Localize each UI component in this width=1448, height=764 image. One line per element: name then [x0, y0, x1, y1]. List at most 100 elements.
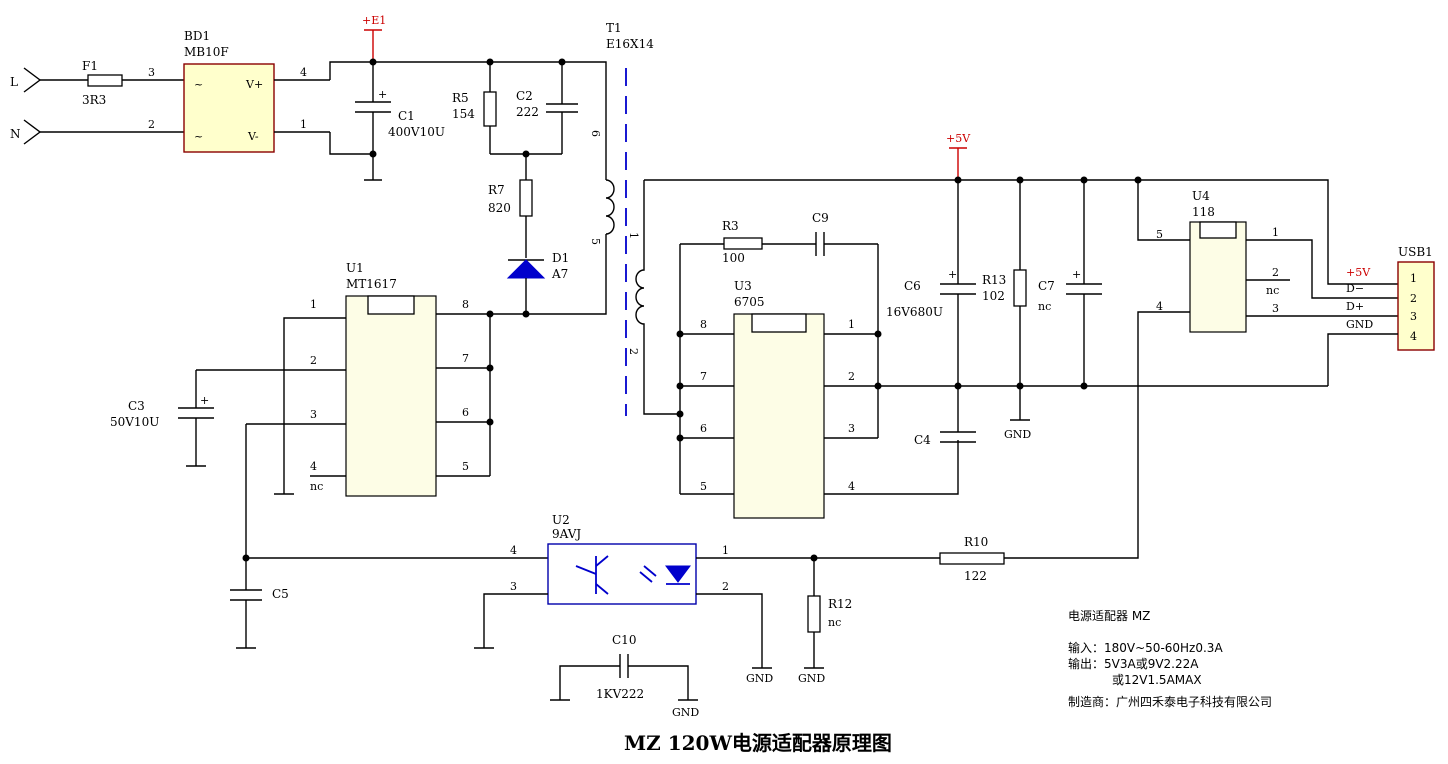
svg-text:+: + — [1072, 268, 1081, 281]
svg-text:V+: V+ — [245, 78, 263, 91]
svg-text:U4: U4 — [1192, 189, 1210, 203]
optocoupler-U2: U2 9AVJ 4 3 1 2 — [474, 513, 940, 668]
svg-text:222: 222 — [516, 105, 539, 119]
svg-text:+: + — [378, 88, 387, 101]
svg-text:3: 3 — [848, 422, 855, 435]
svg-text:3: 3 — [1272, 302, 1279, 315]
svg-text:输出：5V3A或9V2.22A: 输出：5V3A或9V2.22A — [1068, 656, 1199, 671]
svg-text:C2: C2 — [516, 89, 533, 103]
svg-text:1: 1 — [722, 544, 729, 557]
svg-text:+: + — [200, 394, 209, 407]
svg-text:3R3: 3R3 — [82, 93, 106, 107]
svg-text:1: 1 — [1272, 226, 1279, 239]
svg-text:4: 4 — [1156, 300, 1163, 313]
fuse-F1: F1 3R3 3 2 — [82, 59, 184, 131]
svg-text:输入：180V~50-60Hz0.3A: 输入：180V~50-60Hz0.3A — [1068, 640, 1223, 655]
svg-text:6: 6 — [589, 130, 602, 137]
svg-text:5: 5 — [589, 238, 602, 245]
svg-text:5: 5 — [462, 460, 469, 473]
svg-text:C3: C3 — [128, 399, 145, 413]
svg-text:MB10F: MB10F — [184, 45, 229, 59]
svg-text:USB1: USB1 — [1398, 245, 1433, 259]
svg-text:GND: GND — [672, 706, 699, 719]
svg-text:7: 7 — [462, 352, 469, 365]
svg-text:122: 122 — [964, 569, 987, 583]
svg-text:A7: A7 — [551, 267, 568, 281]
gnd-u2: GND — [746, 667, 773, 685]
svg-text:GND: GND — [1004, 428, 1031, 441]
ic-U1: U1 MT1617 1 2 3 4 nc 8 7 6 5 — [196, 261, 526, 497]
svg-text:6: 6 — [700, 422, 707, 435]
svg-text:3: 3 — [510, 580, 517, 593]
capacitor-C4: C4 — [914, 431, 976, 447]
svg-text:3: 3 — [310, 408, 317, 421]
svg-text:R10: R10 — [964, 535, 988, 549]
svg-text:nc: nc — [1266, 284, 1279, 297]
resistor-R12: R12 nc GND — [798, 558, 852, 685]
svg-text:C7: C7 — [1038, 279, 1055, 293]
svg-text:R12: R12 — [828, 597, 852, 611]
svg-text:3: 3 — [1410, 310, 1417, 323]
svg-text:2: 2 — [1272, 266, 1279, 279]
ic-U3: U3 6705 8 7 6 5 1 2 3 4 — [679, 244, 1328, 519]
svg-text:1KV222: 1KV222 — [596, 687, 644, 701]
terminal-N: N — [10, 119, 184, 145]
svg-text:50V10U: 50V10U — [110, 415, 159, 429]
svg-text:4: 4 — [1410, 330, 1417, 343]
svg-text:4: 4 — [510, 544, 517, 557]
svg-text:nc: nc — [828, 616, 841, 629]
diode-D1: D1 A7 — [506, 251, 569, 314]
diagram-title: MZ 120W电源适配器原理图 — [624, 731, 892, 755]
svg-text:3: 3 — [148, 66, 155, 79]
svg-text:1: 1 — [1410, 272, 1417, 285]
svg-text:D+: D+ — [1346, 300, 1364, 313]
svg-text:154: 154 — [452, 107, 475, 121]
svg-text:或12V1.5AMAX: 或12V1.5AMAX — [1112, 673, 1202, 687]
svg-text:E16X14: E16X14 — [606, 37, 654, 51]
capacitor-C10: C10 1KV222 GND — [550, 633, 699, 719]
svg-text:2: 2 — [722, 580, 729, 593]
svg-text:1: 1 — [848, 318, 855, 331]
svg-text:2: 2 — [310, 354, 317, 367]
svg-text:C6: C6 — [904, 279, 921, 293]
svg-text:4: 4 — [310, 460, 317, 473]
svg-text:6: 6 — [462, 406, 469, 419]
svg-text:C5: C5 — [272, 587, 289, 601]
svg-text:D1: D1 — [552, 251, 569, 265]
net-5v-top: +5V — [946, 132, 971, 180]
svg-text:2: 2 — [848, 370, 855, 383]
svg-text:F1: F1 — [82, 59, 98, 73]
svg-text:+5V: +5V — [1346, 266, 1371, 279]
svg-text:16V680U: 16V680U — [886, 305, 943, 319]
svg-text:U3: U3 — [734, 279, 752, 293]
svg-text:R3: R3 — [722, 219, 739, 233]
svg-text:1: 1 — [627, 232, 640, 239]
capacitor-C5: C5 — [230, 558, 289, 649]
svg-text:+5V: +5V — [946, 132, 971, 145]
svg-text:102: 102 — [982, 289, 1005, 303]
svg-text:1: 1 — [310, 298, 317, 311]
connector-USB1: USB1 1 2 3 4 +5V D− D+ GND — [1327, 245, 1435, 386]
wire-e1-bus — [329, 61, 607, 180]
svg-text:8: 8 — [462, 298, 469, 311]
svg-text:L: L — [10, 75, 18, 89]
svg-text:4: 4 — [848, 480, 855, 493]
svg-text:T1: T1 — [606, 21, 622, 35]
svg-text:400V10U: 400V10U — [388, 125, 445, 139]
svg-text:118: 118 — [1192, 205, 1215, 219]
wire-5v-rail — [644, 179, 1398, 285]
capacitor-C2: C2 222 — [516, 62, 578, 154]
svg-text:+: + — [948, 268, 957, 281]
svg-text:2: 2 — [627, 348, 640, 355]
svg-text:~: ~ — [194, 78, 203, 91]
svg-text:BD1: BD1 — [184, 29, 210, 43]
svg-text:C1: C1 — [398, 109, 415, 123]
svg-text:nc: nc — [310, 480, 323, 493]
resistor-R13: R13 102 GND — [982, 180, 1031, 441]
svg-text:R5: R5 — [452, 91, 469, 105]
svg-text:C4: C4 — [914, 433, 931, 447]
svg-text:4: 4 — [300, 66, 307, 79]
svg-text:9AVJ: 9AVJ — [552, 527, 581, 541]
svg-text:R7: R7 — [488, 183, 505, 197]
